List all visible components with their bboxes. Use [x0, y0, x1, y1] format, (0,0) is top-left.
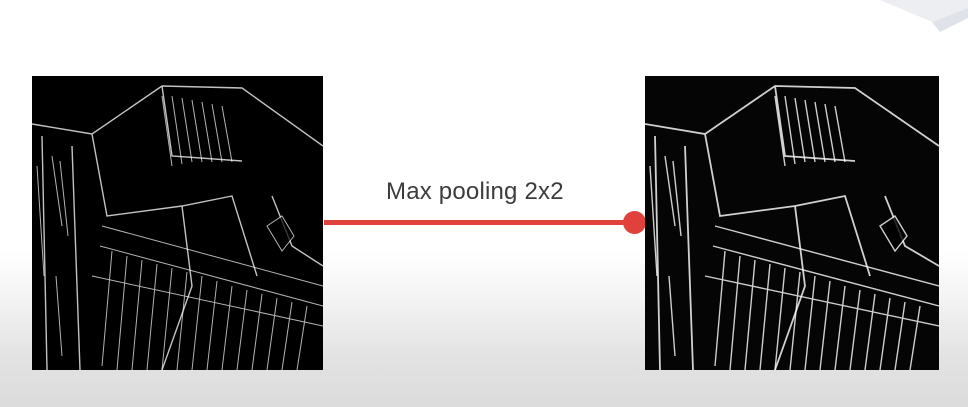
pooled-staircase-icon [645, 76, 939, 370]
corner-ribbon-decoration [880, 0, 968, 32]
connector-line [324, 220, 634, 225]
connector-endpoint-dot [623, 211, 646, 234]
output-pooled-image [645, 76, 939, 370]
edge-staircase-icon [32, 76, 323, 370]
operation-label: Max pooling 2x2 [386, 178, 564, 205]
input-feature-map-image [32, 76, 323, 370]
